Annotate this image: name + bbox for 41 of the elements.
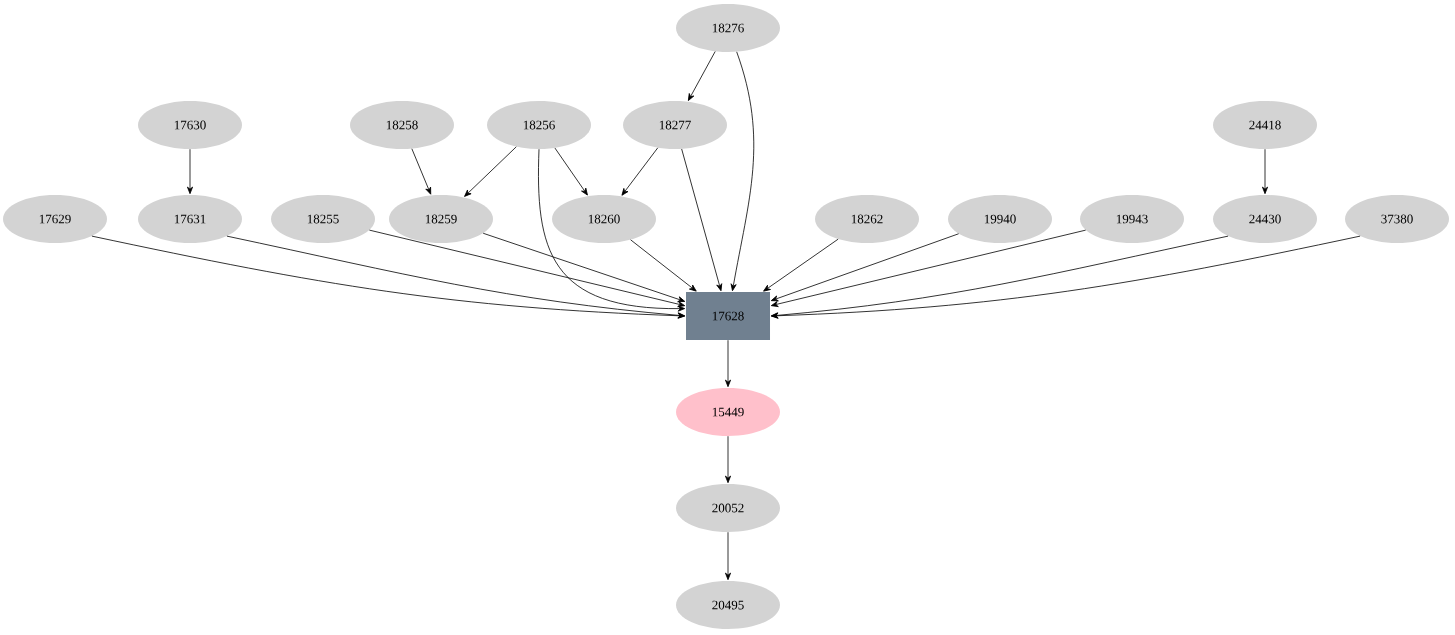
ellipse-node: 18277 — [623, 101, 727, 149]
arrow — [770, 229, 1087, 307]
ellipse-node: 19940 — [948, 195, 1052, 243]
ellipse-node: 15449 — [676, 388, 780, 436]
arrow — [621, 147, 659, 196]
arrow — [226, 235, 686, 319]
arrow — [725, 339, 731, 388]
ellipse-node: 24418 — [1213, 101, 1317, 149]
ellipse-node: 18256 — [487, 101, 591, 149]
arrow — [187, 148, 193, 195]
ellipse-node: 20495 — [676, 581, 780, 629]
arrow — [770, 235, 1361, 319]
arrow — [725, 531, 731, 581]
arrow — [538, 148, 686, 312]
arrow — [763, 238, 839, 292]
ellipse-node: 24430 — [1213, 195, 1317, 243]
ellipse-node: 17631 — [138, 195, 242, 243]
ellipse-node: 19943 — [1080, 195, 1184, 243]
ellipse-node: 20052 — [676, 484, 780, 532]
process-box: 17628 — [686, 292, 770, 340]
ellipse-node: 18259 — [389, 195, 493, 243]
arrow — [369, 229, 686, 308]
ellipse-node: 18276 — [676, 4, 780, 52]
arrow — [730, 51, 755, 292]
arrow — [554, 147, 588, 196]
ellipse-node: 18262 — [815, 195, 919, 243]
arrow — [482, 232, 686, 303]
ellipse-node: 17630 — [138, 101, 242, 149]
ellipse-node: 37380 — [1345, 195, 1449, 243]
arrow — [464, 146, 517, 197]
arrow — [687, 51, 716, 101]
arrow — [770, 233, 960, 302]
ellipse-node: 18260 — [552, 195, 656, 243]
arrow — [630, 239, 697, 292]
arrow — [681, 148, 723, 292]
arrow — [725, 435, 731, 484]
ellipse-node: 18255 — [271, 195, 375, 243]
ellipse-node: 17629 — [3, 195, 107, 243]
ellipse-node: 18258 — [350, 101, 454, 149]
arrow — [411, 148, 432, 195]
arrow — [1262, 148, 1268, 195]
